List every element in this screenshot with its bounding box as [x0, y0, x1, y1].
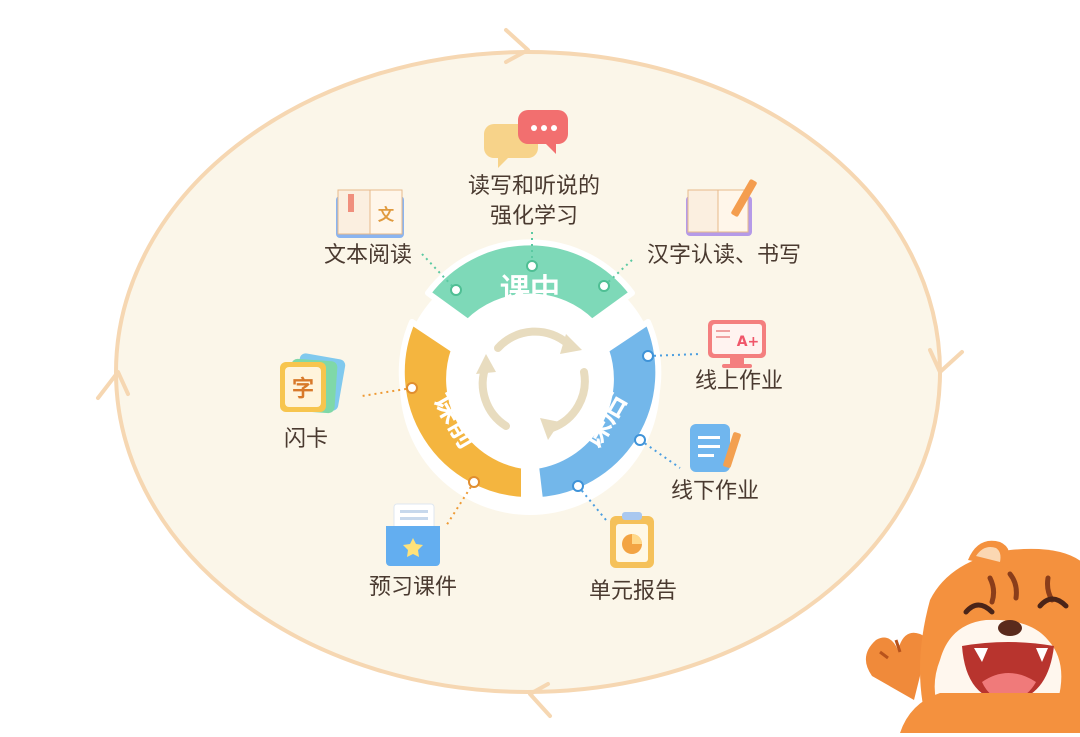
online-homework-label: 线上作业 — [694, 369, 783, 394]
oval-arrow-bottom — [528, 682, 552, 718]
chinese-char-label: 汉字认读、书写 — [646, 243, 801, 268]
reading-writing-speaking-line1: 读写和听说的 — [467, 174, 600, 199]
open-book-icon: 文 — [336, 189, 404, 238]
folder-star-icon — [386, 503, 440, 566]
segment-before-class — [398, 319, 527, 503]
chat-bubbles-icon — [484, 110, 568, 168]
reading-writing-speaking-line2: 强化学习 — [489, 204, 578, 229]
document-pencil-icon — [690, 424, 741, 472]
reading-writing-speaking-label: 读写和听说的 强化学习 — [444, 172, 624, 232]
connector-text-reading — [421, 253, 457, 291]
connector-preview — [445, 481, 475, 527]
connector-chinese-char — [603, 259, 633, 287]
book-pencil-icon — [686, 179, 757, 236]
offline-homework-label: 线下作业 — [670, 479, 759, 504]
oval-arrow-left — [96, 370, 130, 400]
svg-text:A+: A+ — [737, 334, 760, 350]
monitor-grade-icon: A+ — [708, 320, 766, 368]
segment-in-class — [425, 239, 635, 325]
connector-online-hw — [647, 353, 701, 357]
connector-offline-hw — [639, 439, 681, 469]
connector-unit-report — [577, 485, 607, 521]
unit-report-label: 单元报告 — [588, 579, 677, 604]
oval-arrow-right — [928, 348, 964, 374]
tiger-mascot — [865, 540, 1080, 737]
in-class-label: 课中 — [500, 273, 560, 308]
svg-text:字: 字 — [292, 376, 314, 402]
svg-text:文: 文 — [378, 205, 395, 224]
segment-after-class — [533, 319, 662, 503]
inner-cycle-arrows — [478, 327, 589, 432]
clipboard-chart-icon — [610, 512, 654, 568]
preview-courseware-label: 预习课件 — [368, 575, 457, 600]
flash-cards-label: 闪卡 — [283, 427, 328, 452]
character-card-icon: 字 — [280, 353, 346, 414]
connector-flash-cards — [361, 387, 413, 397]
text-reading-label: 文本阅读 — [323, 243, 412, 268]
oval-arrow-top — [504, 28, 530, 64]
